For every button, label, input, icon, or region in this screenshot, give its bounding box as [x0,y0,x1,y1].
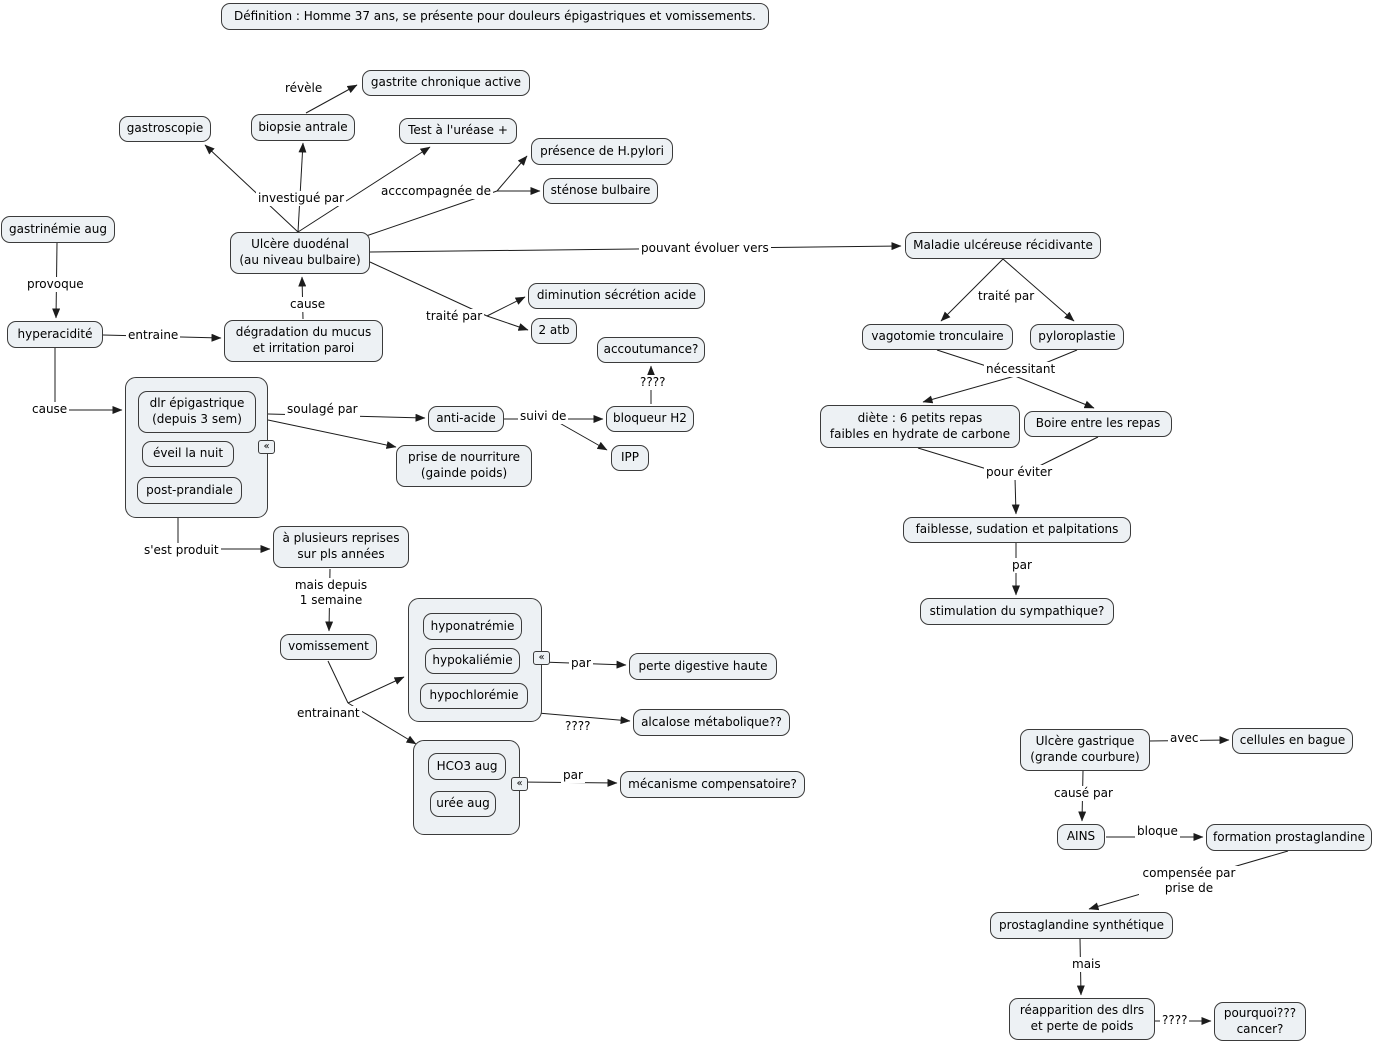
node-test-urease[interactable]: Test à l'uréase + [399,118,517,144]
link-label-questions-bas: ???? [1160,1013,1190,1028]
link-label-avec: avec [1168,731,1201,746]
node-alcalose-metabolique[interactable]: alcalose métabolique?? [633,709,790,736]
link-label-entraine: entraine [126,328,181,343]
node-gastroscopie[interactable]: gastroscopie [119,116,211,142]
link-label-provoque: provoque [25,277,86,292]
node-hyponatremie[interactable]: hyponatrémie [423,613,522,640]
node-degradation-mucus[interactable]: dégradation du mucus et irritation paroi [224,320,383,362]
node-accoutumance[interactable]: accoutumance? [597,337,705,363]
link-label-sest-produit: s'est produit [142,543,221,558]
node-hyperacidite[interactable]: hyperacidité [7,321,103,348]
node-stimulation-sympathique[interactable]: stimulation du sympathique? [920,598,1114,625]
collapse-icon[interactable]: « [511,777,528,791]
arrows [52,84,1289,1025]
link-label-bloque: bloque [1135,824,1180,839]
node-prostaglandine-synthetique[interactable]: prostaglandine synthétique [990,912,1173,939]
node-formation-prostaglandine[interactable]: formation prostaglandine [1206,824,1372,851]
link-label-mais: mais [1070,957,1103,972]
link-label-necessitant: nécessitant [984,362,1058,377]
node-hypokaliemie[interactable]: hypokaliémie [425,648,520,674]
node-mecanisme-compensatoire[interactable]: mécanisme compensatoire? [620,771,805,798]
link-label-suivi-de: suivi de [518,409,569,424]
node-anti-acide[interactable]: anti-acide [428,406,504,432]
node-ulcere-gastrique[interactable]: Ulcère gastrique (grande courbure) [1020,729,1150,771]
node-hypochloremie[interactable]: hypochlorémie [420,683,528,709]
node-gastrite-chronique[interactable]: gastrite chronique active [362,70,530,96]
link-label-entrainant: entrainant [295,706,362,721]
link-label-cause-par: causé par [1052,786,1115,801]
link-label-traite-par-gauche: traité par [424,309,485,324]
collapse-icon[interactable]: « [258,440,275,454]
node-boire-entre-repas[interactable]: Boire entre les repas [1024,411,1172,437]
node-diete[interactable]: diète : 6 petits repas faibles en hydrat… [820,405,1020,448]
link-label-accompagnee-de: acccompagnée de [379,184,493,199]
node-post-prandiale[interactable]: post-prandiale [137,477,242,504]
node-ulcere-duodenal[interactable]: Ulcère duodénal (au niveau bulbaire) [230,232,370,274]
node-pourquoi-cancer[interactable]: pourquoi??? cancer? [1214,1002,1306,1041]
link-label-questions-milieu: ???? [563,719,593,734]
node-stenose-bulbaire[interactable]: sténose bulbaire [543,178,658,204]
link-label-compensee-par: compensée par prise de [1139,866,1239,896]
node-gastrinemie[interactable]: gastrinémie aug [1,216,115,243]
node-pyloroplastie[interactable]: pyloroplastie [1030,324,1124,350]
link-label-mais-depuis: mais depuis 1 semaine [288,578,374,608]
node-ipp[interactable]: IPP [611,445,649,471]
node-presence-hpylori[interactable]: présence de H.pylori [531,138,673,165]
node-reapparition-dlrs[interactable]: réapparition des dlrs et perte de poids [1009,998,1155,1040]
node-maladie-ulcereuse[interactable]: Maladie ulcéreuse récidivante [905,232,1101,259]
node-definition[interactable]: Définition : Homme 37 ans, se présente p… [221,3,769,30]
link-label-par-milieu: par [569,656,593,671]
link-label-cause-haut: cause [288,297,328,312]
node-diminution-secretion[interactable]: diminution sécrétion acide [528,283,705,309]
node-plusieurs-reprises[interactable]: à plusieurs reprises sur pls années [273,526,409,568]
link-label-investigue-par: investigué par [256,191,347,206]
node-uree-aug[interactable]: urée aug [430,791,496,817]
link-label-pouvant-evoluer: pouvant évoluer vers [639,241,771,256]
link-label-revele: révèle [283,81,325,96]
node-faiblesse-sudation[interactable]: faiblesse, sudation et palpitations [903,517,1131,543]
collapse-icon[interactable]: « [533,651,550,665]
link-label-par-bas: par [561,768,585,783]
node-vomissement[interactable]: vomissement [280,634,377,660]
link-label-cause-gauche: cause [30,402,70,417]
link-label-pour-eviter: pour éviter [984,465,1055,480]
node-hco3-aug[interactable]: HCO3 aug [428,753,506,780]
node-vagotomie[interactable]: vagotomie tronculaire [862,324,1013,350]
link-label-questions-haut: ???? [638,375,668,390]
node-ains[interactable]: AINS [1057,824,1105,850]
node-bloqueur-h2[interactable]: bloqueur H2 [606,406,694,432]
link-label-par-droite: par [1010,558,1034,573]
node-biopsie-antrale[interactable]: biopsie antrale [251,114,355,141]
node-deux-atb[interactable]: 2 atb [531,318,577,344]
link-label-soulage-par: soulagé par [285,402,360,417]
node-cellules-en-bague[interactable]: cellules en bague [1232,728,1353,754]
node-perte-digestive[interactable]: perte digestive haute [629,653,777,680]
node-prise-nourriture[interactable]: prise de nourriture (gainde poids) [396,445,532,487]
node-dlr-epigastrique[interactable]: dlr épigastrique (depuis 3 sem) [138,391,256,433]
node-eveil-la-nuit[interactable]: éveil la nuit [142,441,234,467]
link-label-traite-par-droite: traité par [976,289,1037,304]
